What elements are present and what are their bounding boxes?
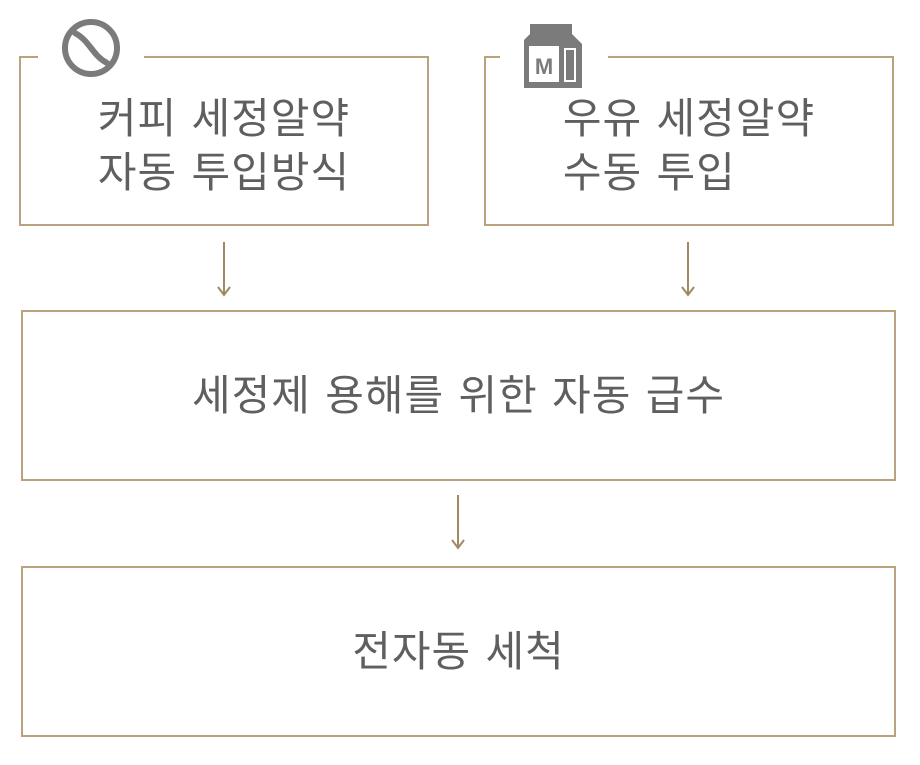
auto-water-supply-box: 세정제 용해를 위한 자동 급수 bbox=[21, 310, 896, 481]
coffee-bean-icon bbox=[38, 18, 144, 78]
milk-box-line1: 우유 세정알약 bbox=[562, 94, 816, 143]
wash-box-text: 전자동 세척 bbox=[352, 626, 565, 676]
arrow-down-icon bbox=[681, 242, 695, 297]
milk-box-line2: 수동 투입 bbox=[562, 148, 736, 197]
milk-carton-icon: M bbox=[500, 18, 608, 94]
full-auto-wash-box: 전자동 세척 bbox=[21, 566, 896, 737]
coffee-box-line1: 커피 세정알약 bbox=[97, 94, 351, 143]
milk-tablet-box: 우유 세정알약 수동 투입 bbox=[484, 56, 894, 226]
water-box-text: 세정제 용해를 위한 자동 급수 bbox=[191, 370, 726, 420]
arrow-down-icon bbox=[451, 495, 465, 550]
milk-carton-letter: M bbox=[535, 54, 553, 79]
coffee-tablet-box: 커피 세정알약 자동 투입방식 bbox=[19, 56, 429, 226]
coffee-box-line2: 자동 투입방식 bbox=[97, 148, 351, 197]
arrow-down-icon bbox=[217, 242, 231, 297]
